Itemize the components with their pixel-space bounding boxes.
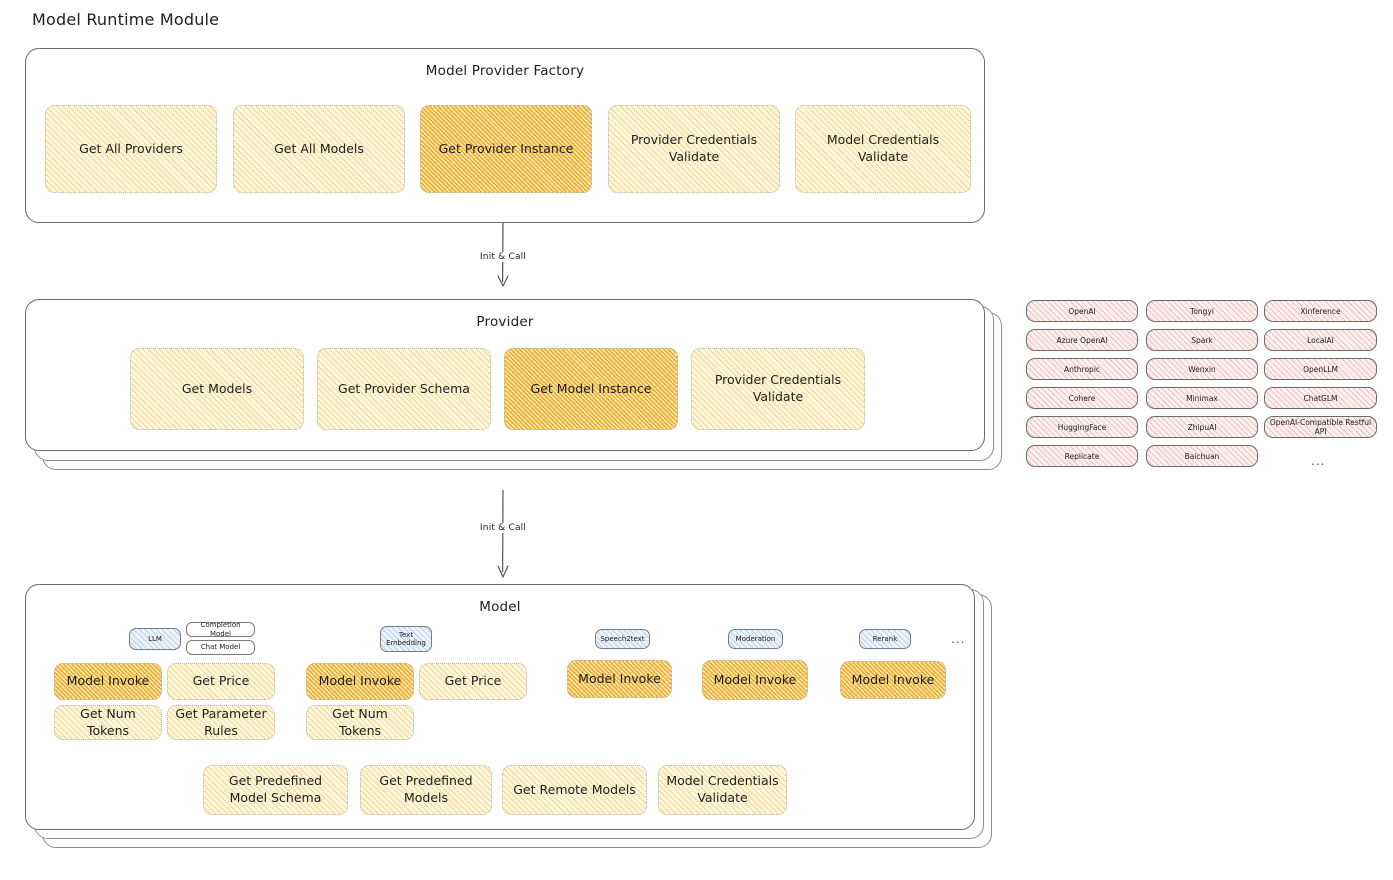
provider-chip-label: ZhipuAI [1187,422,1217,432]
provider-chip-huggingface[interactable]: HuggingFace [1026,416,1138,438]
provider-chip-minimax[interactable]: Minimax [1146,387,1258,409]
model-shared-get-remote-models[interactable]: Get Remote Models [502,765,647,815]
model-shared-get-predefined-model-schema[interactable]: Get Predefined Model Schema [203,765,348,815]
provider-method-get-provider-schema[interactable]: Get Provider Schema [317,348,491,430]
model-type-tag-speech2text[interactable]: Speech2text [595,629,650,649]
model-types-more: ... [951,632,966,646]
model-text-embedding-method-get-price[interactable]: Get Price [419,663,527,700]
model-shared-model-credentials-validate[interactable]: Model Credentials Validate [658,765,787,815]
provider-chip-label: LocalAI [1307,335,1334,345]
model-method-label: Get Parameter Rules [175,705,267,738]
provider-chip-label: Azure OpenAI [1056,335,1108,345]
model-type-tag-rerank[interactable]: Rerank [859,629,911,649]
provider-chip-openai-compatible-restful-api[interactable]: OpenAI-Compatible Restful API [1264,416,1377,438]
arrow-provider-to-model: Init & Call [475,489,531,588]
model-type-tag-label: Speech2text [600,634,645,643]
provider-chip-label: ChatGLM [1303,393,1338,403]
provider-chip-label: Replicate [1064,451,1100,461]
provider-chip-anthropic[interactable]: Anthropic [1026,358,1138,380]
model-method-label: Get Num Tokens [332,705,388,738]
model-text-embedding-method-model-invoke[interactable]: Model Invoke [306,663,414,700]
provider-chip-label: OpenAI [1068,306,1096,316]
model-method-label: Model Invoke [578,670,661,686]
provider-method-get-model-instance[interactable]: Get Model Instance [504,348,678,430]
provider-chip-zhipuai[interactable]: ZhipuAI [1146,416,1258,438]
model-title: Model [479,599,521,615]
provider-title: Provider [476,314,534,330]
provider-chip-tongyi[interactable]: Tongyi [1146,300,1258,322]
model-subtype-tag-label: Completion Model [200,621,241,638]
model-shared-get-predefined-models[interactable]: Get Predefined Models [360,765,492,815]
model-type-tag-moderation[interactable]: Moderation [728,629,783,649]
provider-chip-label: Cohere [1068,393,1096,403]
factory-method-model-credentials-validate[interactable]: Model Credentials Validate [795,105,971,193]
model-subtype-tag-label: Chat Model [200,643,241,652]
model-type-tag-label: Moderation [735,634,776,643]
model-method-label: Model Invoke [318,673,402,689]
provider-chip-label: HuggingFace [1057,422,1107,432]
model-llm-method-get-price[interactable]: Get Price [167,663,275,700]
model-provider-factory-title: Model Provider Factory [425,63,585,79]
model-method-label: Model Invoke [713,671,797,687]
model-panel: Model [25,584,975,830]
provider-chip-xinference[interactable]: Xinference [1264,300,1377,322]
factory-method-get-all-providers[interactable]: Get All Providers [45,105,217,193]
provider-chip-openllm[interactable]: OpenLLM [1264,358,1377,380]
provider-chip-spark[interactable]: Spark [1146,329,1258,351]
provider-chip-label: Wenxin [1188,364,1216,374]
provider-chip-label: Baichuan [1184,451,1220,461]
provider-chip-wenxin[interactable]: Wenxin [1146,358,1258,380]
provider-chip-replicate[interactable]: Replicate [1026,445,1138,467]
model-text-embedding-method-get-num-tokens[interactable]: Get Num Tokens [306,705,414,740]
arrow-label-init-call-2: Init & Call [476,523,530,533]
provider-chip-cohere[interactable]: Cohere [1026,387,1138,409]
arrow-icon [497,489,509,578]
factory-method-provider-credentials-validate[interactable]: Provider Credentials Validate [608,105,780,193]
model-method-label: Model Invoke [66,673,150,689]
model-type-tag-label: Rerank [872,634,898,643]
model-method-label: Get Price [444,673,502,689]
model-method-label: Get Price [192,673,250,689]
provider-chip-openai[interactable]: OpenAI [1026,300,1138,322]
model-type-tag-label: LLM [148,634,162,643]
model-subtype-tag-chat-model[interactable]: Chat Model [186,640,255,655]
model-type-tag-label: Text Embedding [386,630,426,647]
provider-chip-label: Spark [1191,335,1213,345]
provider-chip-baichuan[interactable]: Baichuan [1146,445,1258,467]
model-llm-method-get-parameter-rules[interactable]: Get Parameter Rules [167,705,275,740]
model-moderation-method-model-invoke[interactable]: Model Invoke [702,660,808,700]
factory-method-get-provider-instance[interactable]: Get Provider Instance [420,105,592,193]
provider-chip-label: OpenAI-Compatible Restful API [1269,418,1372,436]
model-speech2text-method-model-invoke[interactable]: Model Invoke [567,660,672,698]
model-type-tag-text-embedding[interactable]: Text Embedding [380,626,432,652]
model-rerank-method-model-invoke[interactable]: Model Invoke [840,661,946,699]
provider-chip-label: OpenLLM [1303,364,1338,374]
provider-chip-label: Minimax [1186,393,1218,403]
provider-chip-label: Tongyi [1190,306,1214,316]
factory-method-get-all-models[interactable]: Get All Models [233,105,405,193]
page-title: Model Runtime Module [32,10,220,29]
arrow-label-init-call-1: Init & Call [476,252,530,262]
provider-method-get-models[interactable]: Get Models [130,348,304,430]
provider-chip-localai[interactable]: LocalAI [1264,329,1377,351]
model-llm-method-get-num-tokens[interactable]: Get Num Tokens [54,705,162,740]
provider-chip-label: Anthropic [1063,364,1101,374]
model-llm-method-model-invoke[interactable]: Model Invoke [54,663,162,700]
provider-chip-chatglm[interactable]: ChatGLM [1264,387,1377,409]
provider-chip-label: Xinference [1300,306,1341,316]
provider-chip-azure-openai[interactable]: Azure OpenAI [1026,329,1138,351]
provider-list-more: ... [1311,454,1326,468]
model-method-label: Get Num Tokens [80,705,136,738]
model-subtype-tag-completion-model[interactable]: Completion Model [186,621,255,638]
provider-method-provider-credentials-validate[interactable]: Provider Credentials Validate [691,348,865,430]
model-type-tag-llm[interactable]: LLM [129,628,181,650]
model-method-label: Model Invoke [851,671,935,687]
arrow-factory-to-provider: Init & Call [475,221,531,298]
